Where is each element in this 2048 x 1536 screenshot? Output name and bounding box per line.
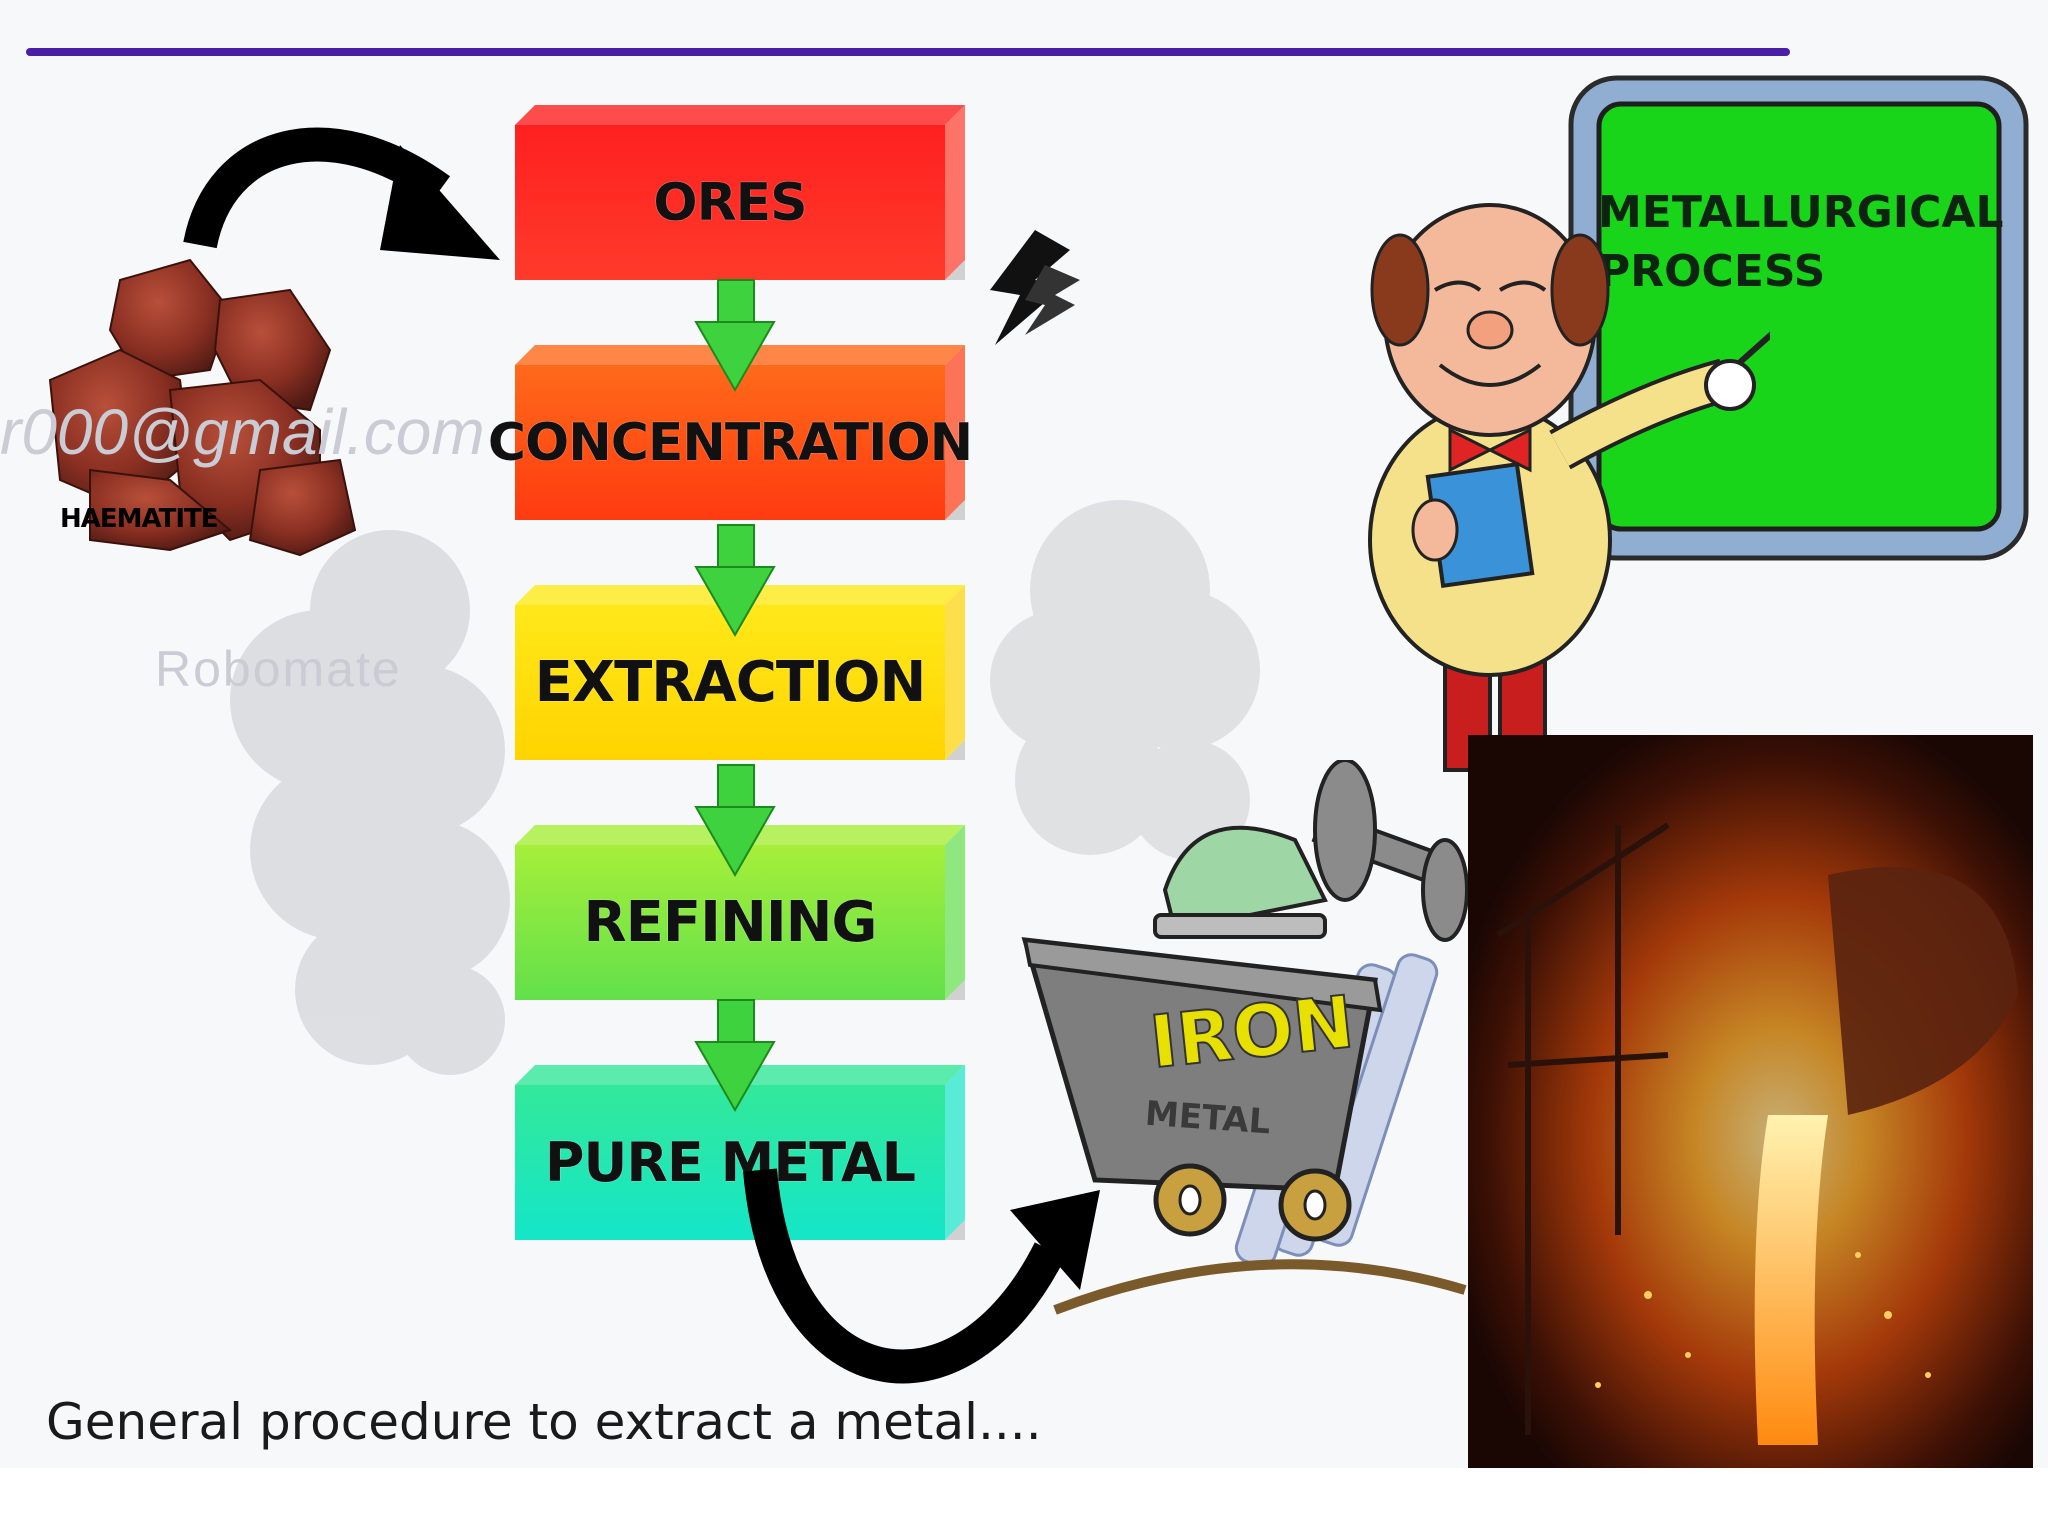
step-label: REFINING (583, 890, 878, 955)
arrow-down-icon (694, 279, 776, 393)
title-underline (26, 48, 1790, 56)
step-block (515, 1065, 965, 1240)
step-block (515, 345, 965, 520)
board-text-line2: PROCESS (1598, 246, 1826, 297)
lightning-icon (990, 230, 1080, 345)
step-label: EXTRACTION (534, 650, 927, 715)
furnace-photo (1468, 735, 2033, 1468)
curved-arrow-icon-top (183, 127, 500, 260)
smoke-cloud-left (230, 530, 510, 1075)
iron-cart-cartoon (1021, 760, 1469, 1315)
ore-label: HAEMATITE (60, 504, 218, 534)
process-step: EXTRACTION (515, 585, 965, 760)
step-label: CONCENTRATION (487, 412, 973, 473)
caption: General procedure to extract a metal.... (46, 1393, 1042, 1451)
process-step: CONCENTRATION (487, 345, 973, 520)
email-watermark: r000@gmail.com (0, 396, 485, 468)
step-block (515, 585, 965, 760)
arrow-down-icon (694, 764, 776, 878)
step-block (515, 105, 965, 280)
step-block (515, 825, 965, 1000)
curved-arrow-icon-bottom (743, 1168, 1100, 1384)
step-label: ORES (653, 172, 807, 233)
process-step: ORES (515, 105, 965, 280)
brand-watermark: Robomate (155, 641, 402, 697)
arrow-down-icon (694, 999, 776, 1113)
step-arrows (694, 279, 776, 1113)
arrow-down-icon (694, 524, 776, 638)
board-text-line1: METALLURGICAL (1598, 187, 2004, 238)
haematite-ore-image: HAEMATITE (48, 258, 357, 557)
step-label: PURE METAL (544, 1131, 916, 1194)
chalkboard (1568, 75, 2029, 561)
teacher-cartoon (1368, 203, 1770, 772)
process-step: PURE METAL (515, 1065, 965, 1240)
process-step: REFINING (515, 825, 965, 1000)
bottom-strip (0, 1468, 2048, 1536)
